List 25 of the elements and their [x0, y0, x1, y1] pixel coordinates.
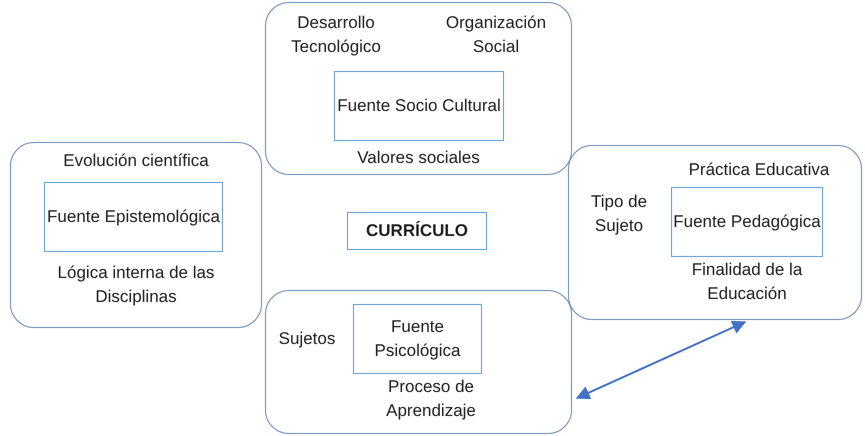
rounded-box [568, 145, 862, 320]
source-box [334, 71, 504, 141]
rounded-box [265, 290, 572, 434]
source-title: Fuente Psicológica [374, 316, 462, 362]
rounded-box [265, 2, 572, 175]
double-arrow [576, 320, 746, 400]
source-box [671, 187, 823, 257]
factor-label: Finalidad de la Educación [690, 259, 804, 305]
factor-label: Sujetos [278, 328, 336, 350]
source-box [353, 304, 482, 374]
rounded-box [10, 142, 262, 328]
source-title: Fuente Pedagógica [673, 211, 821, 234]
source-box [44, 182, 223, 252]
factor-label: Desarrollo Tecnológico [290, 12, 382, 58]
factor-label: Práctica Educativa [688, 159, 830, 181]
source-title: Fuente Epistemológica [47, 206, 220, 228]
factor-label: Valores sociales [356, 147, 481, 169]
factor-label: Proceso de Aprendizaje [385, 376, 477, 422]
factor-label: Lógica interna de las Disciplinas [56, 262, 216, 308]
source-title: Fuente Socio Cultural [337, 95, 501, 118]
factor-label: Tipo de Sujeto [590, 191, 648, 237]
source-box [347, 212, 487, 250]
central-title: CURRÍCULO [366, 220, 468, 242]
factor-label: Evolución científica [62, 150, 210, 172]
factor-label: Organización Social [444, 12, 548, 58]
